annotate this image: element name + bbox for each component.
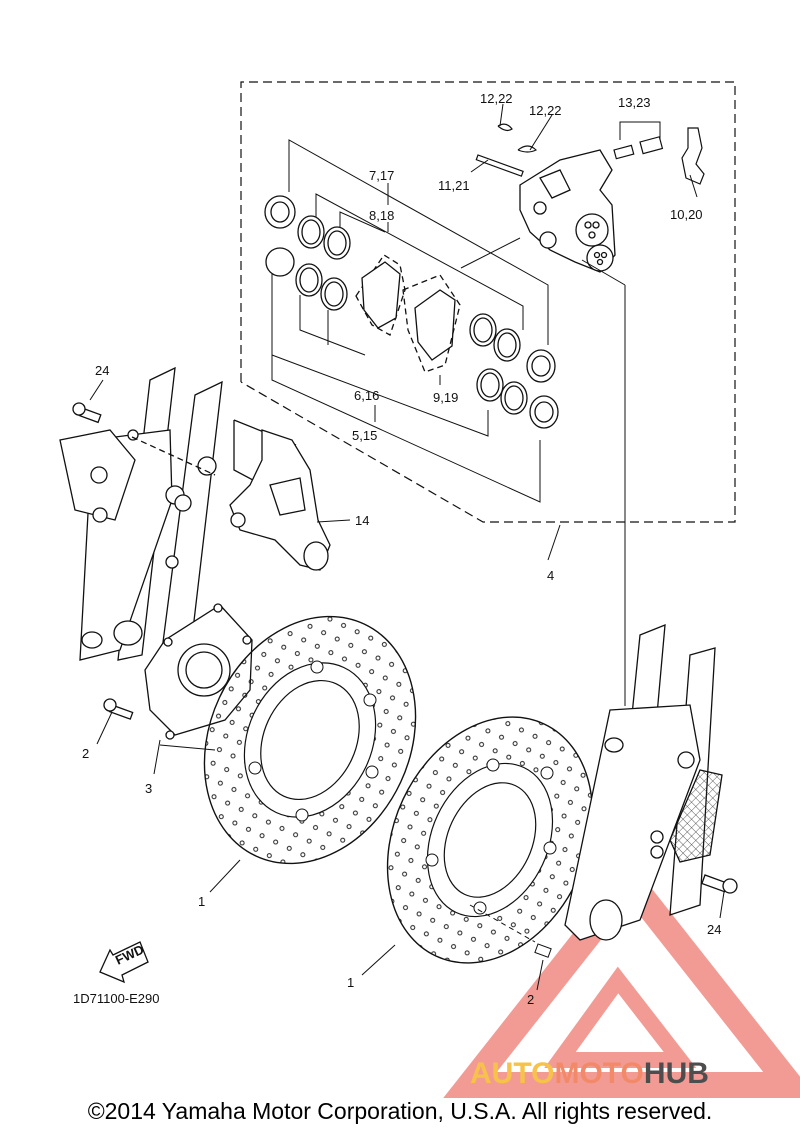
callout-24-b: 24 <box>707 922 721 937</box>
callout-12-22-b: 12,22 <box>529 103 562 118</box>
caliper-assembly <box>131 419 331 571</box>
fork-leg-left <box>59 366 223 661</box>
fwd-arrow-icon: FWD <box>99 941 149 984</box>
pistons-lower <box>469 313 559 429</box>
callout-11-21: 11,21 <box>438 178 470 193</box>
callout-9-19: 9,19 <box>433 390 458 405</box>
fork-leg-right <box>564 624 738 941</box>
brake-disc-right <box>386 716 594 964</box>
group-bracket-lines <box>271 139 549 503</box>
callout-2-a: 2 <box>82 746 89 761</box>
caliper-kit-outline <box>240 81 736 523</box>
callout-labels: 12,22 12,22 13,23 7,17 11,21 8,18 10,20 … <box>73 91 721 1007</box>
watermark-triangle <box>443 860 800 1098</box>
callout-24-a: 24 <box>95 363 109 378</box>
callout-8-18: 8,18 <box>369 208 394 223</box>
callout-12-22-a: 12,22 <box>480 91 513 106</box>
leader-lines-lower <box>89 379 725 991</box>
callout-13-23: 13,23 <box>618 95 651 110</box>
callout-10-20: 10,20 <box>670 207 703 222</box>
callout-3: 3 <box>145 781 152 796</box>
callout-14: 14 <box>355 513 369 528</box>
callout-4: 4 <box>547 568 554 583</box>
watermark-logo-text: AUTOMOTOHUB <box>470 1057 709 1091</box>
caliper-body-kit <box>519 149 616 273</box>
watermark-moto: MOTO <box>554 1057 644 1090</box>
callout-5-15: 5,15 <box>352 428 377 443</box>
callout-2-b: 2 <box>527 992 534 1007</box>
copyright-footer: ©2014 Yamaha Motor Corporation, U.S.A. A… <box>87 1098 713 1124</box>
pistons-upper <box>264 195 351 311</box>
brake-disc-left <box>203 615 417 865</box>
callout-6-16: 6,16 <box>354 388 379 403</box>
watermark-hub: HUB <box>643 1057 709 1090</box>
callout-1-b: 1 <box>347 975 354 990</box>
callout-1-a: 1 <box>198 894 205 909</box>
diagram-code: 1D71100-E290 <box>73 991 160 1006</box>
brake-pads <box>355 254 461 373</box>
watermark-auto: AUTO <box>470 1057 555 1090</box>
callout-7-17: 7,17 <box>369 168 394 183</box>
